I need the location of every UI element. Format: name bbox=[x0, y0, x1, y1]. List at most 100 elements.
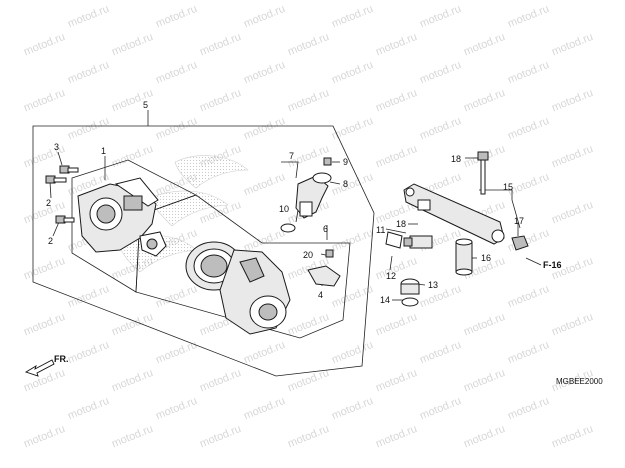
assembly-box-outline bbox=[32, 125, 375, 377]
watermark-text: motod.ru bbox=[330, 171, 375, 198]
watermark-text: motod.ru bbox=[286, 87, 331, 114]
watermark-text: motod.ru bbox=[374, 143, 419, 170]
watermark-text: motod.ru bbox=[110, 423, 155, 450]
front-arrow-icon bbox=[24, 359, 55, 377]
callout-15: 15 bbox=[503, 182, 513, 192]
callout-12: 12 bbox=[386, 271, 396, 281]
watermark-text: motod.ru bbox=[550, 311, 595, 338]
watermark-text: motod.ru bbox=[418, 283, 463, 310]
watermark-text: motod.ru bbox=[22, 255, 67, 282]
watermark-text: motod.ru bbox=[330, 115, 375, 142]
callout-2-upper: 2 bbox=[46, 198, 51, 208]
watermark-text: motod.ru bbox=[198, 367, 243, 394]
watermark-text: motod.ru bbox=[462, 31, 507, 58]
reference-label: F-16 bbox=[543, 260, 562, 270]
watermark-text: motod.ru bbox=[330, 3, 375, 30]
watermark-text: motod.ru bbox=[242, 59, 287, 86]
callout-17: 17 bbox=[514, 216, 524, 226]
watermark-text: motod.ru bbox=[66, 59, 111, 86]
watermark-text: motod.ru bbox=[462, 311, 507, 338]
watermark-text: motod.ru bbox=[154, 59, 199, 86]
part-clip-17[interactable] bbox=[511, 235, 529, 251]
callout-16: 16 bbox=[481, 253, 491, 263]
watermark-text: motod.ru bbox=[198, 31, 243, 58]
watermark-text: motod.ru bbox=[418, 59, 463, 86]
callout-2-lower: 2 bbox=[48, 236, 53, 246]
watermark-text: motod.ru bbox=[506, 3, 551, 30]
watermark-text: motod.ru bbox=[154, 3, 199, 30]
callout-20: 20 bbox=[303, 250, 313, 260]
watermark-text: motod.ru bbox=[242, 395, 287, 422]
callout-18-upper: 18 bbox=[451, 154, 461, 164]
watermark-text: motod.ru bbox=[22, 311, 67, 338]
part-bolt-18[interactable] bbox=[477, 151, 489, 195]
watermark-text: motod.ru bbox=[22, 423, 67, 450]
watermark-text: motod.ru bbox=[66, 283, 111, 310]
part-injector[interactable] bbox=[385, 231, 433, 307]
watermark-text: motod.ru bbox=[506, 395, 551, 422]
watermark-text: motod.ru bbox=[462, 367, 507, 394]
watermark-text: motod.ru bbox=[418, 339, 463, 366]
watermark-text: motod.ru bbox=[462, 423, 507, 450]
part-bolt-3[interactable] bbox=[59, 165, 79, 174]
part-sleeve-16[interactable] bbox=[455, 238, 473, 276]
part-bolt-2-upper[interactable] bbox=[45, 175, 67, 184]
watermark-text: motod.ru bbox=[66, 115, 111, 142]
watermark-text: motod.ru bbox=[154, 339, 199, 366]
part-throttle-body[interactable] bbox=[77, 177, 159, 253]
watermark-text: motod.ru bbox=[506, 115, 551, 142]
front-label: FR. bbox=[54, 354, 69, 364]
part-bolt-2-lower[interactable] bbox=[55, 215, 75, 224]
watermark-text: motod.ru bbox=[550, 143, 595, 170]
watermark-text: motod.ru bbox=[110, 311, 155, 338]
watermark-text: motod.ru bbox=[154, 283, 199, 310]
watermark-text: motod.ru bbox=[286, 31, 331, 58]
watermark-text: motod.ru bbox=[374, 31, 419, 58]
reference-leader bbox=[525, 257, 542, 266]
watermark-text: motod.ru bbox=[66, 395, 111, 422]
callout-18-lower: 18 bbox=[396, 219, 406, 229]
part-fuel-rail[interactable] bbox=[403, 183, 505, 245]
watermark-text: motod.ru bbox=[330, 339, 375, 366]
watermark-text: motod.ru bbox=[22, 31, 67, 58]
callout-9: 9 bbox=[343, 157, 348, 167]
watermark-text: motod.ru bbox=[242, 171, 287, 198]
part-sensor-bracket[interactable] bbox=[307, 249, 341, 287]
callout-8: 8 bbox=[343, 179, 348, 189]
callout-1: 1 bbox=[101, 146, 106, 156]
part-sensor-fitting[interactable] bbox=[139, 231, 167, 257]
callout-14: 14 bbox=[380, 295, 390, 305]
watermark-text: motod.ru bbox=[330, 59, 375, 86]
watermark-text: motod.ru bbox=[506, 59, 551, 86]
watermark-text: motod.ru bbox=[198, 87, 243, 114]
watermark-text: motod.ru bbox=[22, 87, 67, 114]
watermark-text: motod.ru bbox=[550, 31, 595, 58]
watermark-text: motod.ru bbox=[374, 423, 419, 450]
watermark-text: motod.ru bbox=[330, 227, 375, 254]
watermark-text: motod.ru bbox=[242, 339, 287, 366]
watermark-text: motod.ru bbox=[286, 423, 331, 450]
front-arrow: FR. bbox=[24, 354, 69, 377]
diagram-code: MGBEE2000 bbox=[556, 377, 603, 386]
callout-labels: 5 1 3 2 2 7 9 8 10 6 20 4 18 15 17 18 11… bbox=[46, 100, 524, 305]
callout-4: 4 bbox=[318, 290, 323, 300]
watermark-text: motod.ru bbox=[242, 3, 287, 30]
watermark-text: motod.ru bbox=[550, 423, 595, 450]
watermark-text: motod.ru bbox=[418, 3, 463, 30]
watermark-text: motod.ru bbox=[286, 367, 331, 394]
part-idle-air-valve[interactable] bbox=[280, 157, 332, 233]
watermark-text: motod.ru bbox=[110, 367, 155, 394]
watermark-text: motod.ru bbox=[66, 3, 111, 30]
watermark-text: motod.ru bbox=[198, 423, 243, 450]
watermark-text: motod.ru bbox=[374, 311, 419, 338]
watermark-text: motod.ru bbox=[374, 255, 419, 282]
callout-11: 11 bbox=[376, 225, 385, 235]
part-throttle-bore[interactable] bbox=[185, 241, 291, 335]
watermark-text: motod.ru bbox=[550, 87, 595, 114]
callout-13: 13 bbox=[428, 280, 438, 290]
watermark-text: motod.ru bbox=[506, 339, 551, 366]
watermark-text: motod.ru bbox=[550, 199, 595, 226]
leader-lines bbox=[49, 110, 521, 301]
callout-10: 10 bbox=[279, 204, 289, 214]
